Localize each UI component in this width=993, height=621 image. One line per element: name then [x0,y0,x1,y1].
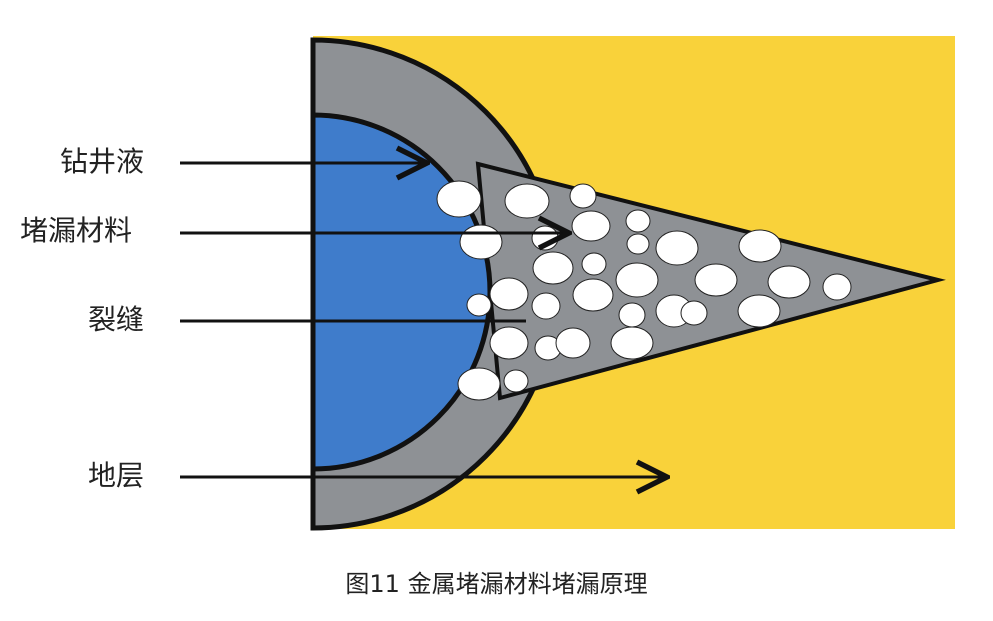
label-drilling-fluid: 钻井液 [60,145,145,178]
particle [680,300,708,326]
label-formation: 地层 [88,459,145,492]
particle [489,326,529,360]
particle [457,367,501,401]
particle [504,183,550,219]
particle [694,263,738,297]
particle [466,293,492,317]
particle [610,326,654,360]
label-fracture: 裂缝 [88,303,145,336]
particle [738,229,782,263]
particle [489,277,529,311]
particle [531,292,561,320]
particle [532,251,574,285]
particle [822,273,852,301]
particle [571,210,611,242]
particle [555,327,591,359]
figure-caption: 图11 金属堵漏材料堵漏原理 [345,570,648,598]
particle [531,225,559,251]
label-plugging-material: 堵漏材料 [20,214,133,247]
particle [615,262,659,298]
particle [767,265,811,299]
particle [655,230,699,266]
particle [626,233,650,255]
particle [572,278,614,312]
particle [459,224,503,260]
particle [581,252,607,276]
particle [569,183,597,209]
particle [625,209,651,233]
particle [737,294,781,328]
particle [503,369,529,393]
particle [436,180,482,218]
particle [618,302,646,328]
